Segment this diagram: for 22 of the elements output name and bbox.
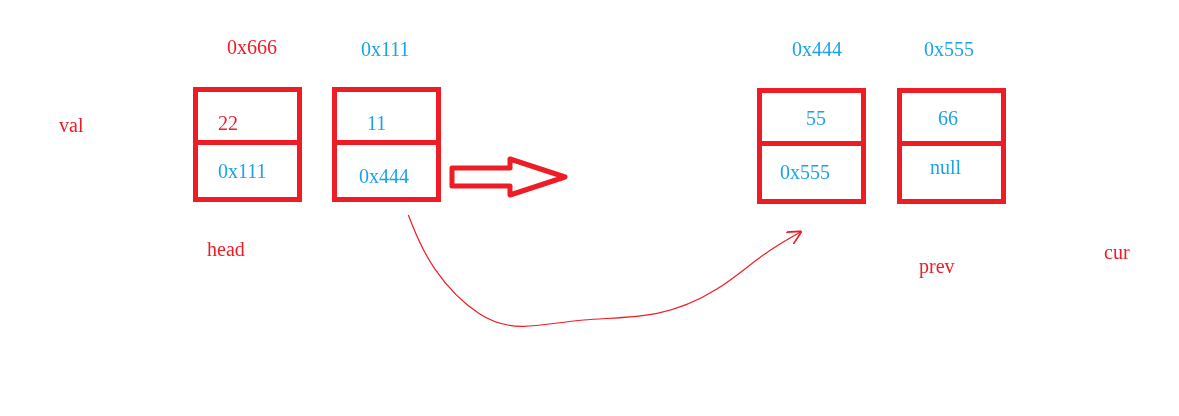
hollow-arrow: [449, 156, 568, 198]
curved-arrow: [407, 214, 803, 327]
node-value: 55: [806, 107, 826, 130]
node-value: 11: [367, 112, 387, 135]
address-label: 0x444: [792, 38, 842, 61]
pointer-name-label: cur: [1104, 241, 1130, 264]
list-node-box: [193, 87, 302, 202]
pointer-value: null: [930, 156, 962, 179]
list-node-box: [757, 88, 866, 204]
pointer-name-label: prev: [919, 255, 955, 278]
pointer-name-label: val: [59, 114, 84, 137]
address-label: 0x666: [227, 36, 277, 59]
pointer-value: 0x111: [218, 160, 267, 183]
list-node-box: [332, 87, 441, 202]
pointer-value: 0x444: [359, 165, 409, 188]
pointer-value: 0x555: [780, 161, 830, 184]
address-label: 0x555: [924, 38, 974, 61]
node-value: 66: [938, 107, 958, 130]
node-value: 22: [218, 112, 238, 135]
pointer-name-label: head: [207, 238, 245, 261]
list-node-box: [897, 88, 1006, 204]
address-label: 0x111: [361, 38, 410, 61]
